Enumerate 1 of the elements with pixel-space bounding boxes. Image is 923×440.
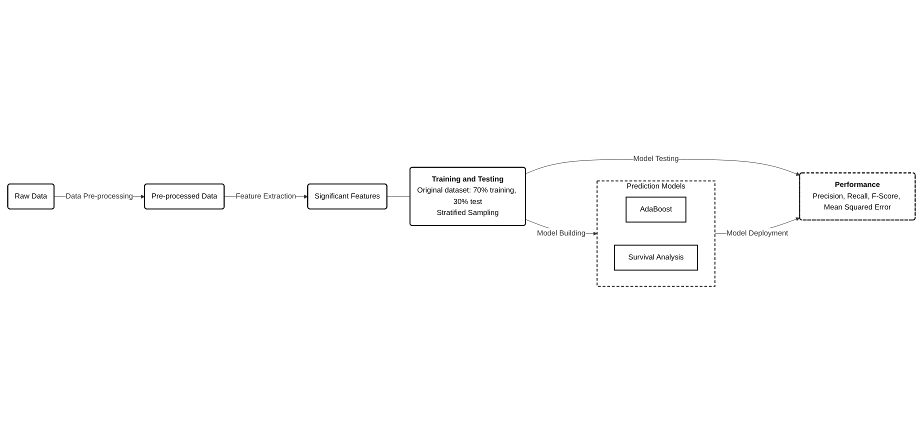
connector xyxy=(386,196,410,197)
